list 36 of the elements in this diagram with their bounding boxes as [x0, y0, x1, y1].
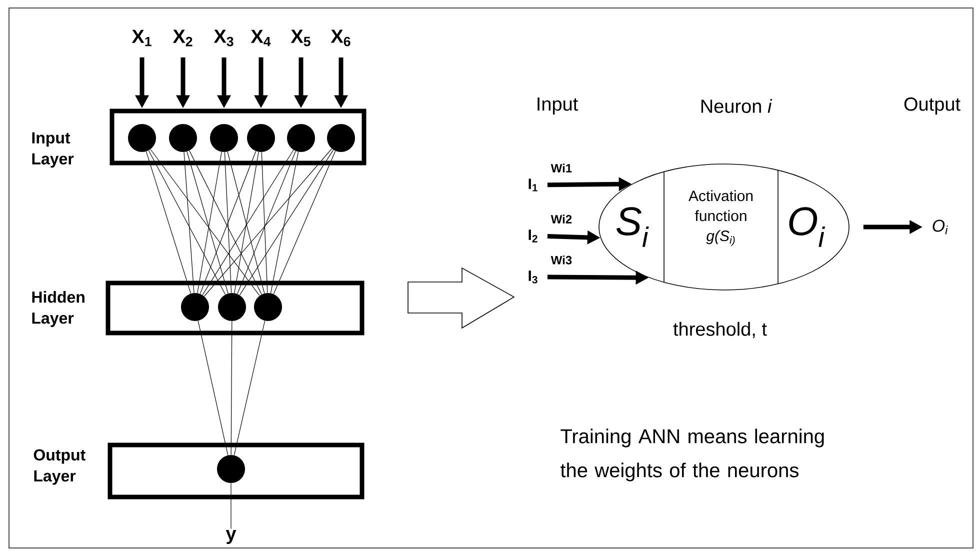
neuron-circle: [217, 455, 245, 483]
input-label: X$_{4}$: [250, 30, 271, 46]
neuron-circle: [218, 293, 246, 321]
neuron-circle: [287, 124, 315, 152]
layer-label: Hidden Layer: [32, 291, 84, 327]
section-label: S$_{i}$: [616, 207, 649, 247]
neuron-circle: [247, 124, 275, 152]
input-label: X$_{1}$: [132, 30, 152, 46]
heading-label: Output: [904, 97, 960, 115]
input-label: y: [226, 530, 236, 544]
input-label: I$_{3}$: [528, 270, 538, 284]
layer-label: Input Layer: [32, 132, 74, 168]
neuron-circle: [210, 124, 238, 152]
input-label: X$_{3}$: [214, 30, 234, 46]
edge-label: Wi1: [550, 164, 572, 172]
note-text: Training ANN means learning the weights of the neurons: [560, 428, 824, 482]
input-label: I$_{1}$: [528, 178, 538, 192]
heading-label: Neuron i: [701, 99, 772, 113]
input-label: X$_{6}$: [330, 30, 350, 46]
heading-label: threshold, t: [673, 322, 767, 338]
neuron-circle: [254, 293, 282, 321]
input-label: I$_{2}$: [528, 230, 538, 242]
section-label: Activation function g(S$_{i)}$: [688, 190, 753, 246]
heading-label: Input: [538, 98, 578, 114]
neuron-circle: [181, 293, 209, 321]
section-label: O$_{i}$: [789, 207, 826, 247]
neuron-circle: [128, 124, 156, 152]
output-label: O$_{i}$: [932, 220, 948, 234]
neuron-ellipse: [598, 164, 850, 290]
input-label: X$_{2}$: [172, 30, 192, 46]
neuron-circle: [169, 124, 197, 152]
edge-label: Wi3: [550, 256, 572, 264]
layer-label: Output Layer: [34, 449, 86, 485]
edge-label: Wi2: [550, 214, 572, 224]
input-label: X$_{5}$: [290, 30, 310, 46]
neuron-circle: [327, 124, 355, 152]
